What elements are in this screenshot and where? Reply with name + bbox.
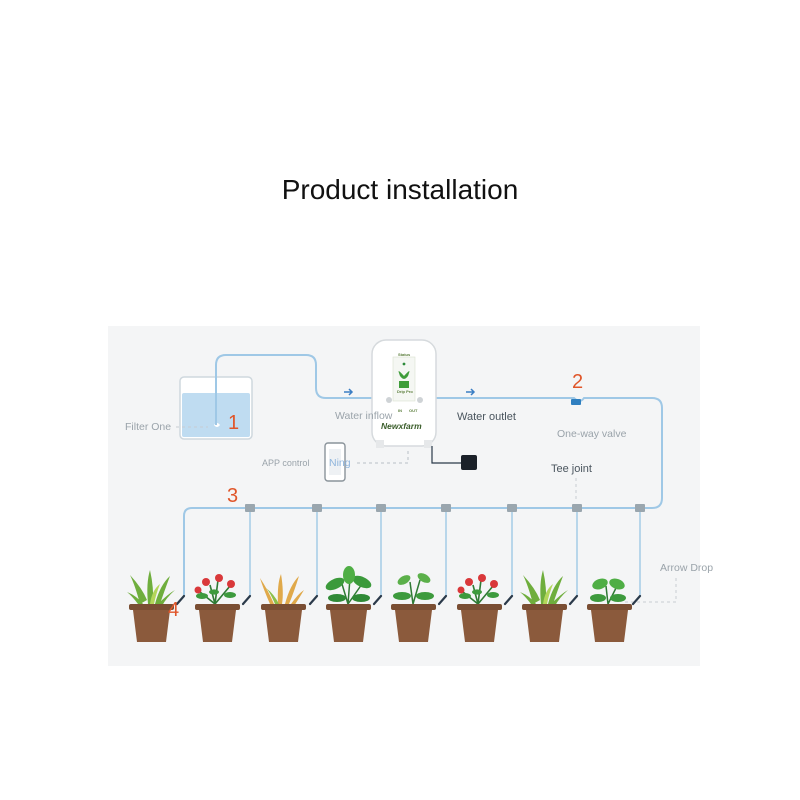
inflow-tube xyxy=(215,354,376,425)
device-top-label: Status xyxy=(398,352,411,357)
drip-lines xyxy=(249,512,641,596)
arrow-drop-label: Arrow Drop xyxy=(660,562,714,574)
device-sub-label: Drip Pro xyxy=(397,389,413,394)
plant-pot-7 xyxy=(520,570,568,642)
plant-pot-3 xyxy=(260,574,306,642)
step-number-2: 2 xyxy=(572,371,584,393)
inflow-arrow-icon xyxy=(344,388,354,396)
device-port-out: OUT xyxy=(409,408,418,413)
plant-pot-6 xyxy=(457,574,502,642)
outlet-tube xyxy=(183,397,663,596)
pump-device xyxy=(371,339,437,448)
device-port-in: IN xyxy=(398,408,402,413)
plant-pot-2 xyxy=(194,574,240,642)
phone-app-label: Ning xyxy=(329,457,351,469)
plant-pot-4 xyxy=(325,566,372,642)
tee-joint-label: Tee joint xyxy=(551,463,592,475)
page-title: Product installation xyxy=(281,174,519,205)
power-cable xyxy=(431,446,463,464)
step-number-4: 4 xyxy=(168,599,180,621)
wireless-link xyxy=(357,450,409,464)
water-outlet-label: Water outlet xyxy=(457,411,516,423)
plant-pot-1 xyxy=(127,570,175,642)
power-plug-icon xyxy=(461,455,477,470)
leaf-logo-icon xyxy=(398,371,410,379)
dripper-stakes xyxy=(175,594,642,606)
app-control-label: APP control xyxy=(262,458,310,468)
outflow-arrow-icon xyxy=(466,388,476,396)
plant-pot-8 xyxy=(587,578,632,642)
step-number-3: 3 xyxy=(227,485,239,507)
one-way-valve-label: One-way valve xyxy=(557,428,627,440)
tee-joints xyxy=(245,504,645,512)
plant-pot-5 xyxy=(391,573,436,642)
one-way-valve xyxy=(571,399,581,405)
step-number-1: 1 xyxy=(228,412,240,434)
device-brand: Newxfarm xyxy=(381,421,422,431)
filter-label: Filter One xyxy=(125,421,172,433)
water-inflow-label: Water inflow xyxy=(335,410,393,422)
